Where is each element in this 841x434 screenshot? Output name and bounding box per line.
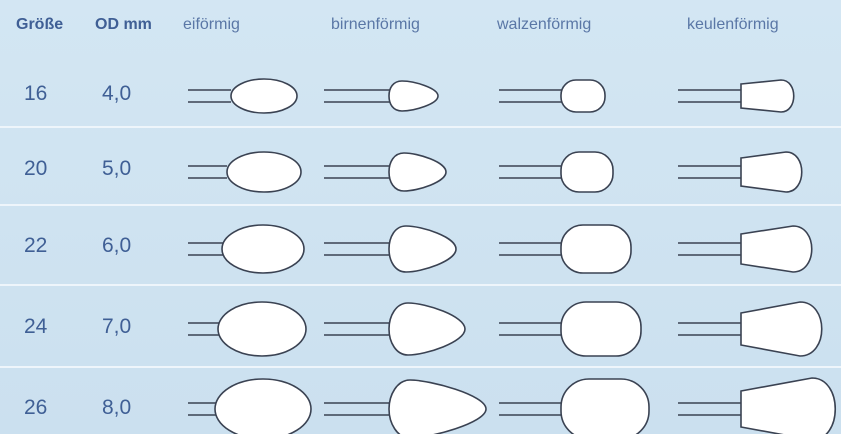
- row-od-20: 5,0: [102, 157, 132, 180]
- eiformig-stem: [188, 89, 231, 103]
- row-od-26: 8,0: [102, 396, 132, 419]
- keulenformig-stem: [678, 89, 743, 103]
- row-separator: [0, 284, 841, 286]
- row-od-16: 4,0: [102, 82, 132, 105]
- eiformig-shape: [226, 151, 302, 193]
- keulenformig-shape: [740, 225, 813, 273]
- keulenformig-shape: [740, 377, 837, 434]
- row-24-shapes: [188, 301, 823, 357]
- row-size-20: 20: [24, 157, 48, 180]
- keulenformig-stem: [678, 322, 743, 336]
- header-od: OD mm: [95, 16, 152, 33]
- header-walzenformig: walzenförmig: [497, 16, 592, 33]
- walzenformig-stem: [499, 89, 563, 103]
- keulenformig-shape: [740, 151, 803, 193]
- row-separator: [0, 126, 841, 128]
- walzenformig-stem: [499, 402, 563, 416]
- birnenformig-shape: [388, 152, 447, 192]
- header-size: Größe: [16, 16, 64, 33]
- birnenformig-stem: [324, 89, 392, 103]
- birnenformig-stem: [324, 322, 394, 336]
- eiformig-stem: [188, 322, 221, 336]
- walzenformig-shape: [560, 79, 606, 113]
- eiformig-stem: [188, 242, 223, 256]
- eiformig-shape: [230, 78, 298, 114]
- eiformig-stem: [188, 165, 227, 179]
- birnenformig-shape: [388, 80, 439, 112]
- keulenformig-stem: [678, 165, 743, 179]
- keulenformig-shape: [740, 79, 795, 113]
- birnenformig-shape: [388, 302, 466, 356]
- row-od-24: 7,0: [102, 315, 132, 338]
- eiformig-shape: [217, 301, 307, 357]
- walzenformig-shape: [560, 224, 632, 274]
- row-size-16: 16: [24, 82, 48, 105]
- walzenformig-stem: [499, 322, 563, 336]
- keulenformig-shape: [740, 301, 823, 357]
- header-birnenformig: birnenförmig: [331, 16, 420, 33]
- keulenformig-stem: [678, 242, 743, 256]
- header-eiformig: eiförmig: [183, 16, 240, 33]
- walzenformig-stem: [499, 165, 563, 179]
- row-22-shapes: [188, 224, 813, 274]
- eiformig-stem: [188, 402, 219, 416]
- birnenformig-stem: [324, 242, 394, 256]
- row-separator: [0, 366, 841, 368]
- birnenformig-shape: [388, 379, 487, 434]
- walzenformig-shape: [560, 301, 642, 357]
- row-od-22: 6,0: [102, 234, 132, 257]
- eiformig-shape: [221, 224, 305, 274]
- row-size-26: 26: [24, 396, 48, 419]
- eiformig-shape: [214, 378, 312, 434]
- row-20-shapes: [188, 151, 803, 193]
- walzenformig-shape: [560, 378, 650, 434]
- row-size-22: 22: [24, 234, 48, 257]
- birnenformig-shape: [388, 225, 457, 273]
- row-size-24: 24: [24, 315, 48, 338]
- row-26-shapes: [188, 377, 837, 434]
- keulenformig-stem: [678, 402, 743, 416]
- walzenformig-shape: [560, 151, 614, 193]
- row-16-shapes: [188, 78, 795, 114]
- walzenformig-stem: [499, 242, 563, 256]
- birnenformig-stem: [324, 165, 394, 179]
- header-keulenformig: keulenförmig: [687, 16, 779, 33]
- birnenformig-stem: [324, 402, 394, 416]
- row-separator: [0, 204, 841, 206]
